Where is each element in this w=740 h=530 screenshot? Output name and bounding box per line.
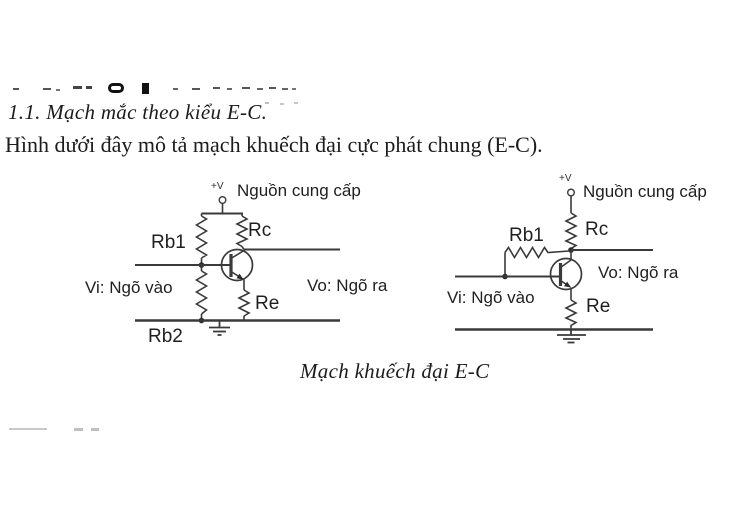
text-fragment [292, 88, 296, 90]
text-fragment [9, 428, 47, 430]
output-label: Vo: Ngõ ra [598, 263, 679, 282]
text-fragment [43, 88, 51, 90]
text-fragment [142, 83, 149, 94]
text-fragment [13, 88, 19, 90]
left-circuit [135, 195, 340, 336]
text-fragment [282, 88, 288, 90]
resistor-re-icon [564, 299, 578, 330]
supply-label: Nguồn cung cấp [237, 181, 361, 200]
text-fragment [213, 87, 220, 89]
input-label: Vi: Ngõ vào [85, 278, 173, 297]
resistor-rc-icon [235, 213, 249, 250]
text-fragment [56, 89, 60, 91]
supply-terminal-label: +V [211, 181, 224, 192]
text-fragment [294, 102, 298, 104]
section-heading: 1.1. Mạch mắc theo kiểu E-C. [8, 100, 268, 124]
text-fragment [192, 88, 200, 90]
power-terminal-icon [567, 188, 576, 213]
rb1-label: Rb1 [151, 232, 186, 253]
text-fragment [74, 428, 83, 431]
resistor-rc-icon [564, 212, 578, 250]
transistor-icon [220, 248, 254, 290]
resistor-rb2-icon [194, 265, 209, 321]
supply-label: Nguồn cung cấp [583, 182, 707, 201]
text-fragment [269, 87, 276, 89]
text-fragment [86, 86, 92, 89]
power-terminal-icon [218, 195, 227, 214]
resistor-re-icon [237, 289, 251, 321]
resistor-rb1-icon [194, 213, 209, 265]
text-fragment [173, 88, 178, 90]
rb2-label: Rb2 [148, 326, 183, 347]
text-fragment [73, 86, 82, 89]
text-fragment [242, 87, 250, 89]
text-fragment [257, 88, 263, 90]
ground-icon [209, 320, 230, 336]
right-circuit [455, 188, 653, 344]
text-fragment [280, 103, 284, 105]
text-fragment [108, 83, 124, 93]
rc-label: Rc [585, 219, 609, 240]
figure-caption: Mạch khuếch đại E-C [300, 359, 490, 383]
input-label: Vi: Ngõ vào [447, 288, 535, 307]
transistor-icon [549, 250, 583, 300]
rb1-label: Rb1 [509, 225, 544, 246]
re-label: Re [255, 293, 280, 314]
output-label: Vo: Ngõ ra [307, 276, 388, 295]
ground-icon [557, 329, 586, 344]
text-fragment [265, 102, 269, 104]
supply-terminal-label: +V [559, 173, 572, 184]
resistor-rb1-icon [504, 245, 570, 277]
text-fragment [227, 88, 232, 90]
re-label: Re [586, 296, 611, 317]
rc-label: Rc [248, 220, 272, 241]
text-fragment [91, 428, 99, 431]
intro-text: Hình dưới đây mô tả mạch khuếch đại cực … [5, 132, 543, 157]
